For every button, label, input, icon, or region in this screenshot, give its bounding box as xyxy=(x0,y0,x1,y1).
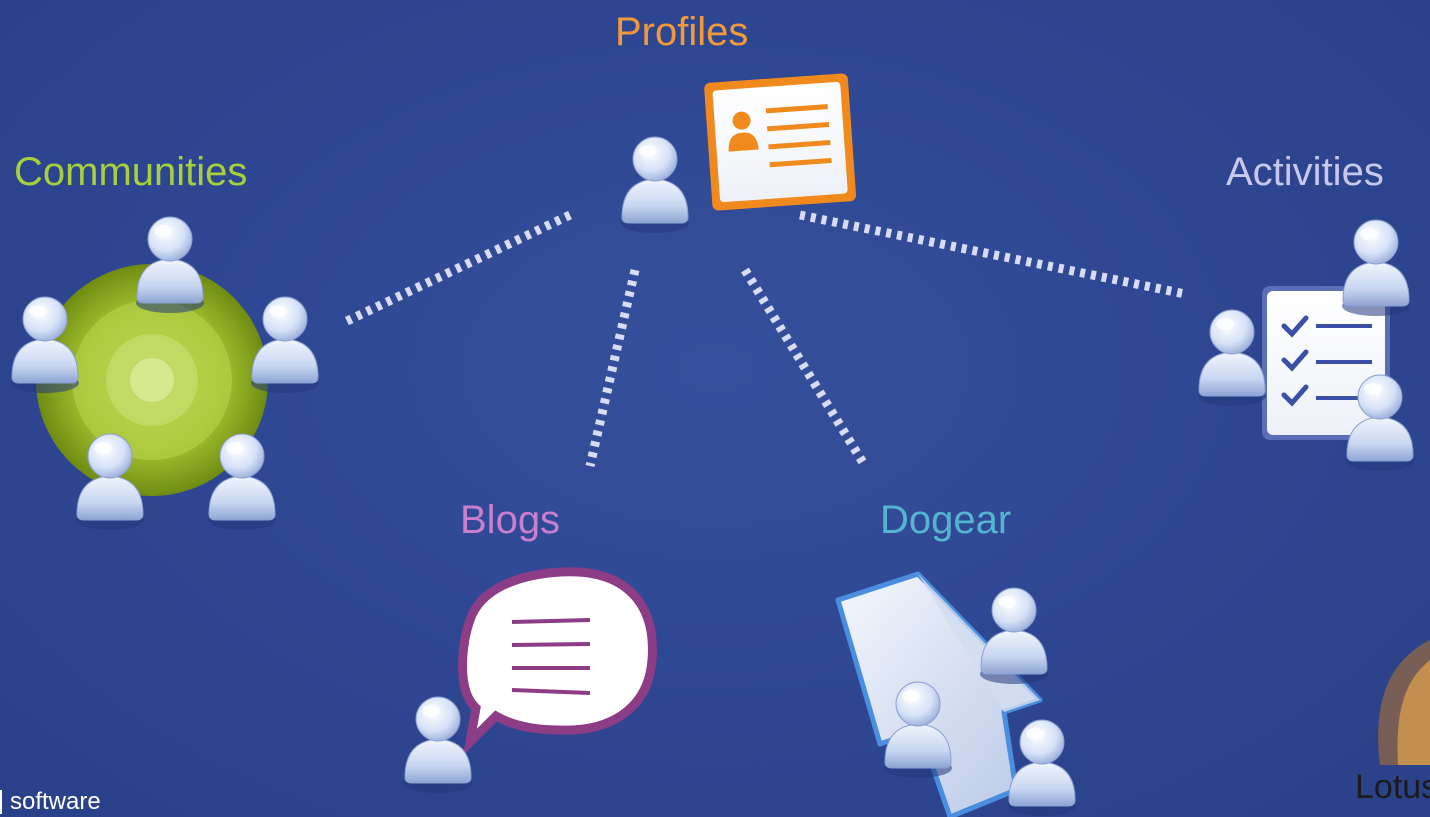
software-brand-text: software xyxy=(0,790,101,814)
profiles-person-icon xyxy=(620,136,690,234)
activities-label: Activities xyxy=(1226,150,1384,194)
blogs-label: Blogs xyxy=(460,498,561,542)
blogs-person-icon xyxy=(403,696,473,794)
activities-node xyxy=(1197,219,1415,472)
profile-card-icon xyxy=(704,73,857,211)
dogear-label: Dogear xyxy=(880,498,1012,542)
checklist-icon xyxy=(1262,286,1390,440)
dogear-person-icon xyxy=(979,587,1049,685)
lotus-brand-text: Lotus xyxy=(1355,768,1430,806)
activities-person-icon xyxy=(1197,309,1267,407)
speech-bubble-icon xyxy=(458,567,657,756)
communities-label: Communities xyxy=(14,150,248,194)
activities-person-icon xyxy=(1341,219,1411,317)
profiles-node xyxy=(620,73,857,234)
connector-communities xyxy=(343,210,572,327)
blogs-node xyxy=(403,567,657,794)
community-circle-icon xyxy=(36,264,268,496)
profiles-label: Profiles xyxy=(615,10,749,54)
dogear-person-icon xyxy=(1007,719,1077,817)
lotus-logo-swirl xyxy=(1378,640,1430,765)
connector-blogs xyxy=(585,268,640,468)
connector-activities xyxy=(799,210,1186,299)
dogear-node xyxy=(835,571,1077,817)
connector-dogear xyxy=(741,267,869,469)
communities-node xyxy=(10,216,320,531)
